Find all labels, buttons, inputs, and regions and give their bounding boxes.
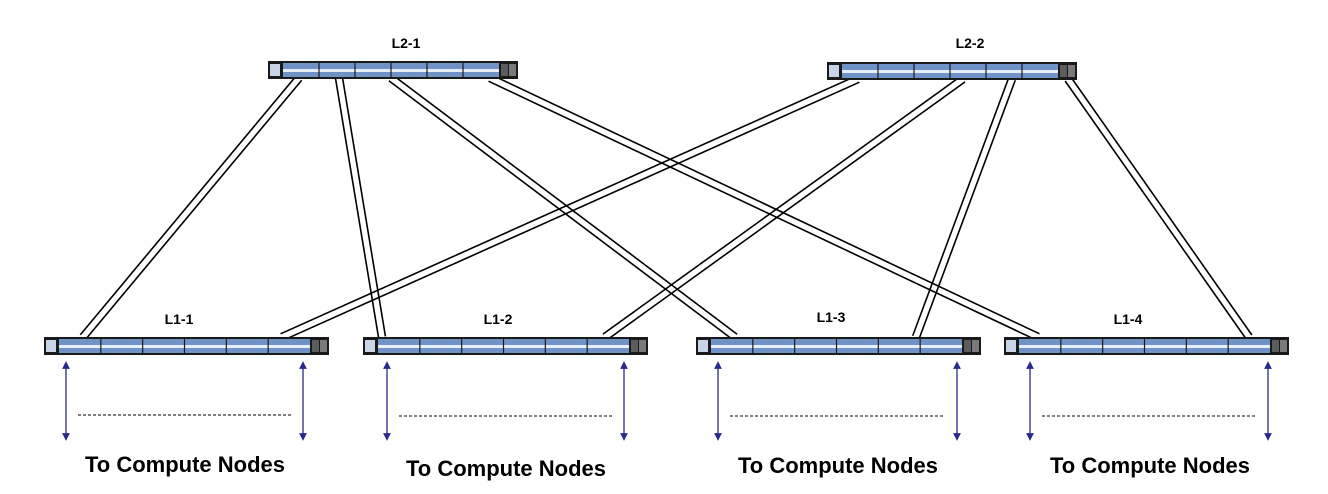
link-strand <box>606 81 966 341</box>
switch-power-port <box>509 64 516 76</box>
switch-power-port <box>320 340 327 352</box>
compute-downlinks-L1-1: To Compute Nodes <box>62 361 307 477</box>
link-strand <box>602 75 962 335</box>
switch-logo-panel <box>1006 340 1016 352</box>
switch-label: L1-1 <box>165 311 194 327</box>
link-strand <box>79 75 297 336</box>
switch-mgmt-port <box>1060 65 1067 77</box>
link-strand <box>491 74 1040 335</box>
switch-label: L1-3 <box>817 309 846 325</box>
switch-logo-panel <box>698 340 708 352</box>
switch-mgmt-port <box>964 340 971 352</box>
uplink-L2-1-to-L1-4 <box>488 74 1040 341</box>
switch-power-port <box>972 340 979 352</box>
compute-downlinks-L1-4: To Compute Nodes <box>1026 361 1272 478</box>
compute-downlinks-L1-3: To Compute Nodes <box>714 361 961 478</box>
compute-layer: To Compute Nodes To Compute Nodes To Compu… <box>62 361 1272 481</box>
uplink-L2-2-to-L1-2 <box>602 75 966 341</box>
switch-logo-panel <box>46 340 56 352</box>
link-strand <box>918 79 1017 339</box>
switch-mgmt-port <box>501 64 508 76</box>
link-strand <box>1070 76 1253 336</box>
link-strand <box>85 79 303 340</box>
switch-mgmt-port <box>631 340 638 352</box>
switch-power-port <box>639 340 646 352</box>
switch-label: L1-2 <box>484 311 513 327</box>
leaf-switch-L1-2: L1-2 <box>363 311 648 355</box>
spine-switch-L2-2: L2-2 <box>827 35 1077 80</box>
switch-power-port <box>1280 340 1287 352</box>
compute-nodes-label: To Compute Nodes <box>406 456 606 481</box>
switch-layer: L2-1 L2-2L1-1 L1-2 L1-3 L1-4 <box>44 35 1289 355</box>
leaf-switch-L1-3: L1-3 <box>696 309 981 355</box>
link-strand <box>911 77 1010 337</box>
leaf-switch-L1-1: L1-1 <box>44 311 329 355</box>
switch-label: L2-1 <box>392 35 421 51</box>
compute-downlinks-L1-2: To Compute Nodes <box>383 361 628 481</box>
switch-logo-panel <box>270 64 280 76</box>
link-strand <box>280 75 857 335</box>
links-layer <box>79 74 1253 341</box>
link-strand <box>334 78 380 338</box>
uplink-L2-1-to-L1-1 <box>79 75 303 340</box>
uplink-L2-2-to-L1-3 <box>911 77 1017 339</box>
switch-logo-panel <box>829 65 839 77</box>
spine-switch-L2-1: L2-1 <box>268 35 518 79</box>
switch-power-port <box>1068 65 1075 77</box>
switch-mgmt-port <box>1272 340 1279 352</box>
switch-logo-panel <box>365 340 375 352</box>
switch-label: L2-2 <box>956 35 985 51</box>
compute-nodes-label: To Compute Nodes <box>85 452 285 477</box>
leaf-switch-L1-4: L1-4 <box>1004 311 1289 355</box>
link-strand <box>488 80 1037 341</box>
switch-label: L1-4 <box>1114 311 1143 327</box>
link-strand <box>341 77 387 337</box>
switch-mgmt-port <box>312 340 319 352</box>
link-strand <box>392 74 738 335</box>
compute-nodes-label: To Compute Nodes <box>1050 453 1250 478</box>
uplink-L2-1-to-L1-3 <box>388 74 738 341</box>
compute-nodes-label: To Compute Nodes <box>738 453 938 478</box>
uplink-L2-2-to-L1-1 <box>280 75 860 341</box>
link-strand <box>388 80 734 341</box>
link-strand <box>283 81 860 341</box>
uplink-L2-2-to-L1-4 <box>1064 76 1253 340</box>
uplink-L2-1-to-L1-2 <box>334 77 387 338</box>
link-strand <box>1064 80 1247 340</box>
